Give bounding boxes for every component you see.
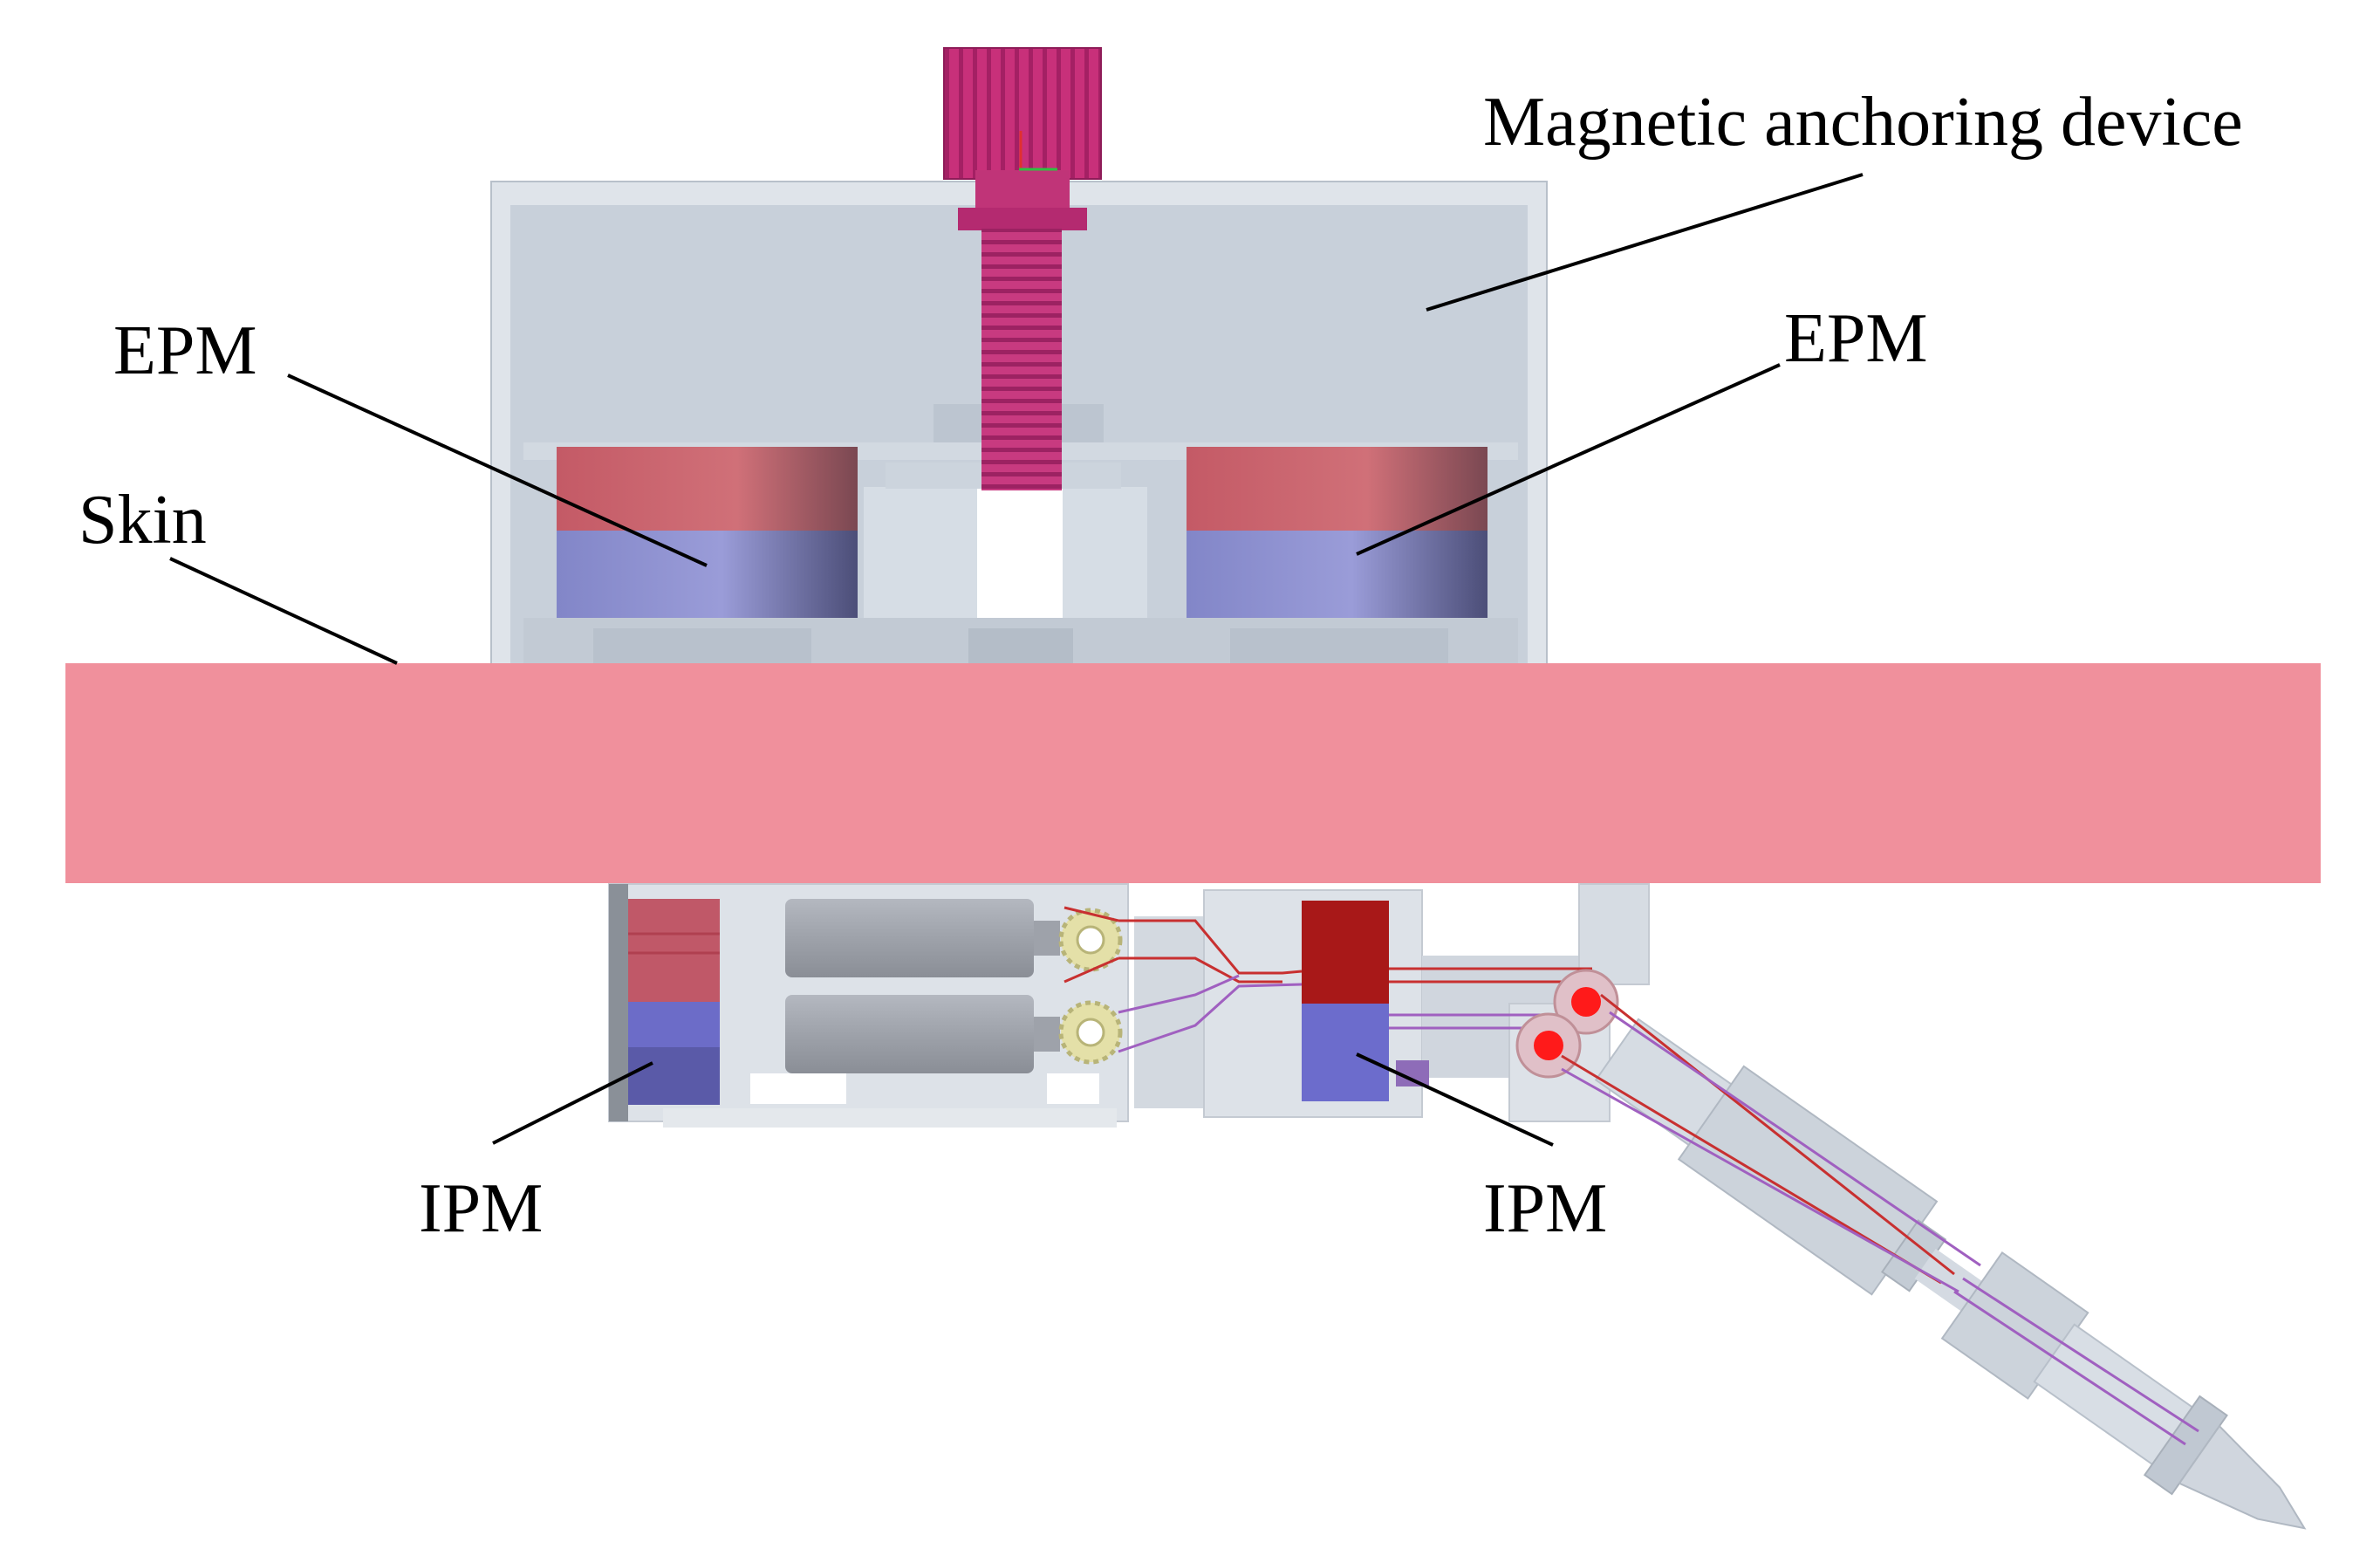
leader-ipm-right bbox=[1356, 1052, 1554, 1147]
skin-layer bbox=[65, 663, 2321, 883]
leader-epm-left bbox=[287, 374, 708, 567]
motor-upper bbox=[785, 899, 1060, 977]
tendon-cables bbox=[1063, 906, 1597, 1053]
gear-upper bbox=[1058, 908, 1123, 972]
leader-ipm-left bbox=[492, 1061, 653, 1145]
epm-right-magnet bbox=[1187, 447, 1488, 618]
motor-lower bbox=[785, 995, 1060, 1073]
label-ipm-right: IPM bbox=[1483, 1170, 1608, 1247]
joint-pulley-lower bbox=[1515, 1012, 1582, 1079]
epm-left-magnet bbox=[557, 447, 858, 618]
articulated-arm bbox=[1561, 993, 2307, 1530]
ipm-left-magnet bbox=[628, 899, 720, 1105]
label-epm-right: EPM bbox=[1784, 300, 1928, 377]
leader-epm-right bbox=[1356, 363, 1781, 556]
label-ipm-left: IPM bbox=[419, 1170, 544, 1247]
label-anchoring-device: Magnetic anchoring device bbox=[1483, 84, 2243, 161]
label-skin: Skin bbox=[79, 482, 207, 559]
leader-skin bbox=[169, 557, 398, 665]
leader-lines bbox=[169, 173, 1864, 1147]
leader-anchoring-device bbox=[1426, 173, 1864, 312]
joint-pulley-upper bbox=[1553, 969, 1619, 1035]
label-epm-left: EPM bbox=[113, 312, 257, 389]
adjustment-knob bbox=[943, 47, 1102, 490]
gear-lower bbox=[1058, 1000, 1123, 1065]
